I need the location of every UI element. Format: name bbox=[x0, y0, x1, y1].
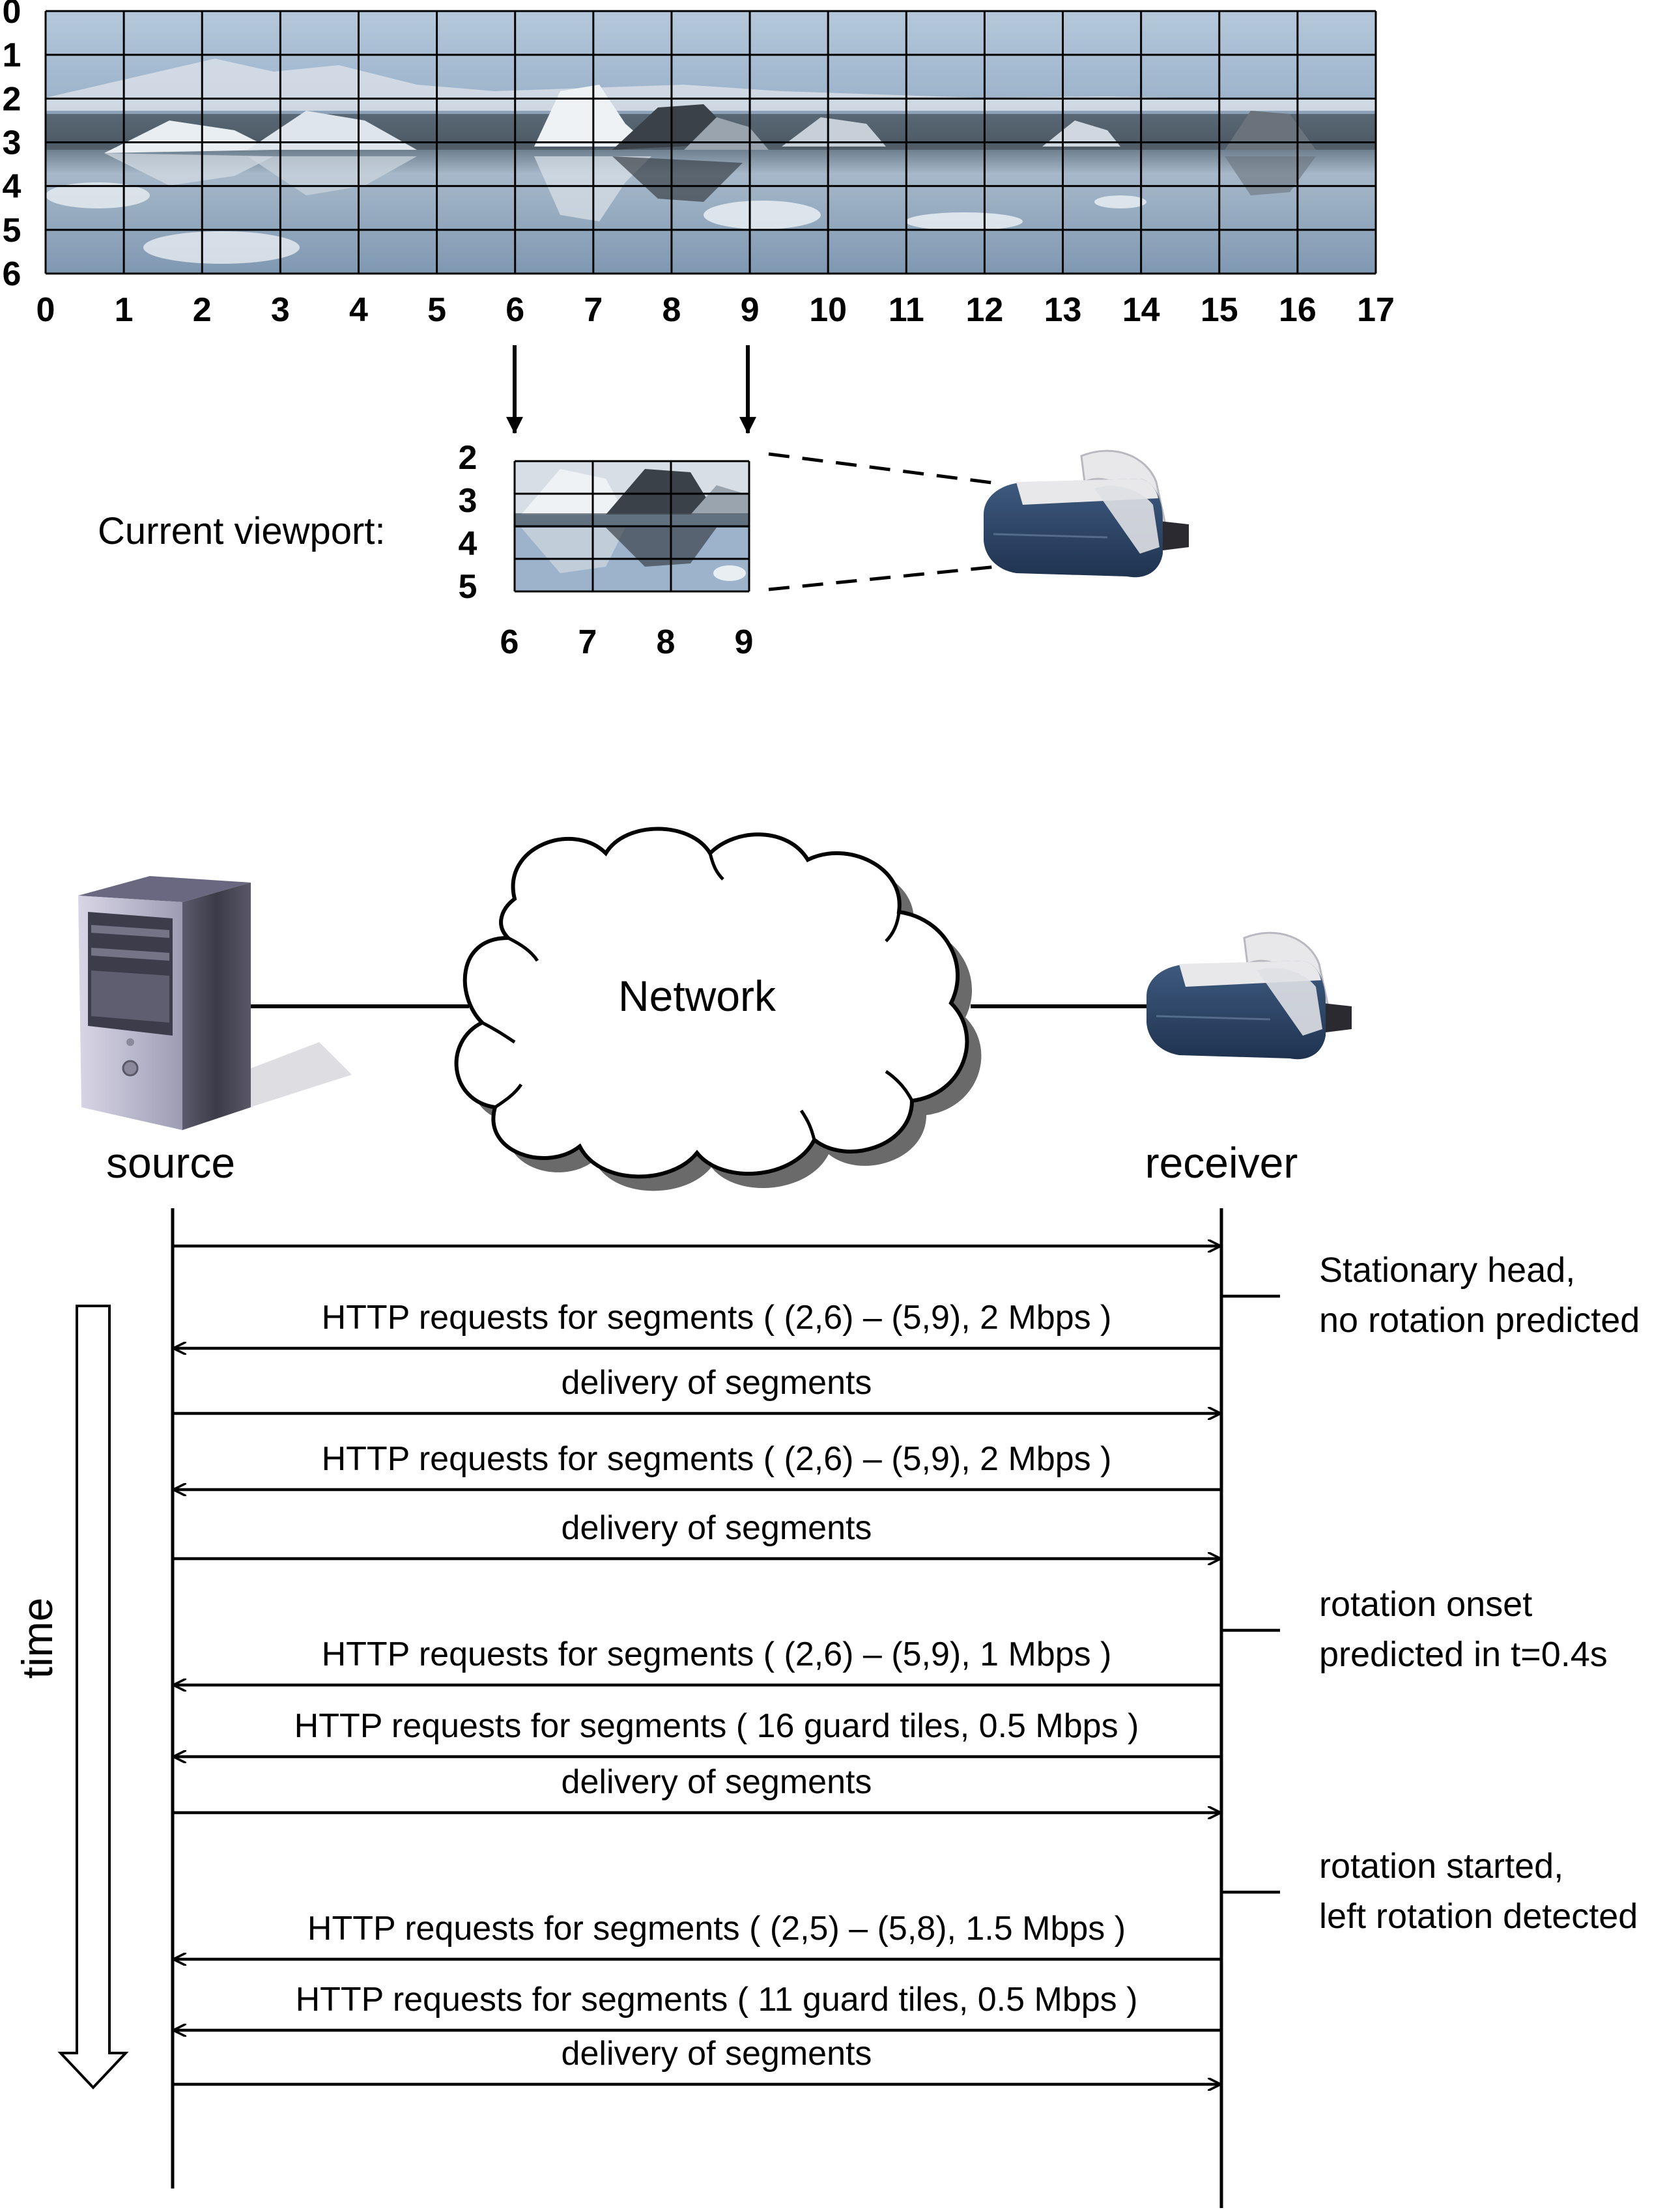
viewport-column-labels: 6 7 8 9 bbox=[500, 623, 754, 661]
time-label: time bbox=[13, 1598, 61, 1679]
viewport-row-labels: 2 3 4 5 bbox=[459, 439, 477, 606]
panorama-column-label: 15 bbox=[1201, 291, 1238, 329]
panorama-column-label: 10 bbox=[809, 291, 847, 329]
network-label: Network bbox=[618, 972, 776, 1020]
message-label: HTTP requests for segments ( (2,6) – (5,… bbox=[322, 1440, 1112, 1478]
viewport-projection-bottom bbox=[768, 565, 997, 591]
source-label: source bbox=[106, 1139, 235, 1187]
receiver-headset-icon bbox=[1146, 931, 1352, 1060]
message-label: delivery of segments bbox=[562, 1364, 872, 1402]
viewport-column-label: 9 bbox=[735, 623, 754, 661]
viewport-projection-top bbox=[768, 452, 997, 485]
panorama-column-label: 16 bbox=[1279, 291, 1317, 329]
event-annotations: Stationary head, no rotation predicted rot… bbox=[1221, 1251, 1640, 1936]
viewport-column-label: 8 bbox=[657, 623, 676, 661]
viewport-label: Current viewport: bbox=[98, 510, 386, 552]
message-label: HTTP requests for segments ( 11 guard ti… bbox=[296, 1981, 1138, 2019]
panorama-column-label: 6 bbox=[505, 291, 524, 329]
panorama-column-label: 3 bbox=[271, 291, 290, 329]
panorama-column-label: 11 bbox=[889, 291, 924, 329]
viewport-column-label: 6 bbox=[500, 623, 519, 661]
viewport-row-label: 2 bbox=[459, 439, 477, 477]
panorama-column-label: 7 bbox=[584, 291, 603, 329]
panorama-column-label: 14 bbox=[1122, 291, 1160, 329]
network-cloud-icon bbox=[454, 827, 982, 1191]
source-server-icon bbox=[78, 876, 352, 1130]
panorama-row-label: 1 bbox=[3, 36, 21, 74]
message-label: delivery of segments bbox=[562, 2035, 872, 2073]
vr-headset-icon bbox=[984, 449, 1189, 578]
annotation-line2: left rotation detected bbox=[1319, 1897, 1638, 1936]
panorama-column-label: 4 bbox=[349, 291, 368, 329]
viewport-row-label: 4 bbox=[459, 525, 477, 563]
panorama-tile-grid bbox=[44, 10, 1377, 275]
panorama-row-label: 4 bbox=[3, 168, 21, 206]
viewport-column-label: 7 bbox=[578, 623, 597, 661]
message-label: HTTP requests for segments ( 16 guard ti… bbox=[294, 1707, 1139, 1745]
panorama-column-label: 1 bbox=[115, 291, 134, 329]
message-label: delivery of segments bbox=[562, 1763, 872, 1801]
panorama-row-label: 3 bbox=[3, 124, 21, 162]
viewport-tile-grid bbox=[513, 460, 750, 593]
annotation-line1: Stationary head, bbox=[1319, 1251, 1575, 1290]
message-label: HTTP requests for segments ( (2,6) – (5,… bbox=[322, 1299, 1112, 1337]
panorama-row-label: 6 bbox=[3, 255, 21, 293]
message-label: HTTP requests for segments ( (2,6) – (5,… bbox=[322, 1636, 1112, 1673]
panorama-column-label: 5 bbox=[427, 291, 446, 329]
message-sequence: HTTP requests for segments ( (2,6) – (5,… bbox=[173, 1246, 1221, 2084]
viewport-row-label: 3 bbox=[459, 482, 477, 520]
message-label: delivery of segments bbox=[562, 1509, 872, 1547]
message-label: HTTP requests for segments ( (2,5) – (5,… bbox=[307, 1910, 1126, 1948]
time-arrow-icon bbox=[57, 1305, 129, 2090]
panorama-row-labels: 0 1 2 3 4 5 6 bbox=[3, 0, 21, 293]
panorama-column-label: 17 bbox=[1357, 291, 1395, 329]
annotation-line2: predicted in t=0.4s bbox=[1319, 1635, 1608, 1674]
annotation-line1: rotation started, bbox=[1319, 1847, 1563, 1886]
panorama-column-label: 13 bbox=[1044, 291, 1082, 329]
viewport-row-label: 5 bbox=[459, 568, 477, 606]
panorama-column-label: 9 bbox=[741, 291, 760, 329]
panorama-column-label: 12 bbox=[965, 291, 1003, 329]
panorama-row-label: 2 bbox=[3, 80, 21, 118]
panorama-row-label: 0 bbox=[3, 0, 21, 31]
annotation-line2: no rotation predicted bbox=[1319, 1301, 1640, 1340]
panorama-row-label: 5 bbox=[3, 212, 21, 249]
panorama-column-label: 0 bbox=[36, 291, 55, 329]
panorama-column-label: 8 bbox=[662, 291, 681, 329]
annotation-line1: rotation onset bbox=[1319, 1585, 1532, 1624]
panorama-column-label: 2 bbox=[193, 291, 212, 329]
receiver-label: receiver bbox=[1145, 1139, 1298, 1187]
